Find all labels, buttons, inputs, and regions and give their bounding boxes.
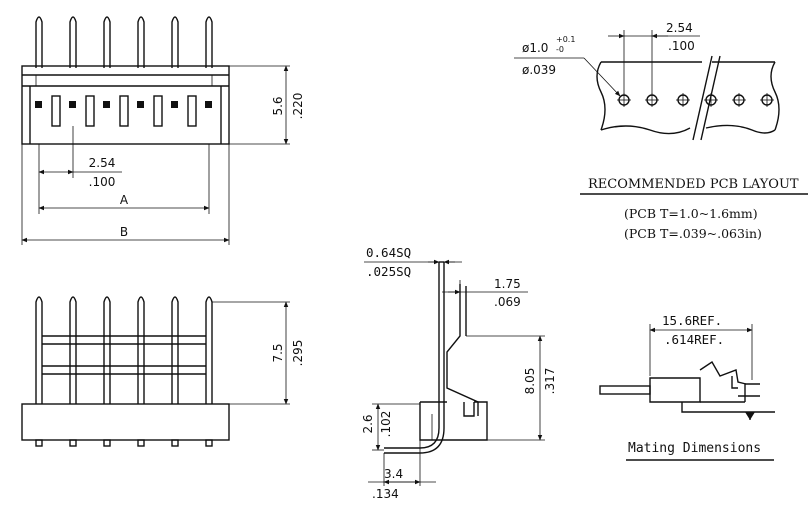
front-dim-a: A bbox=[120, 193, 129, 207]
bottom-view-pins bbox=[35, 296, 213, 404]
pcb-hole-in: ø.039 bbox=[522, 63, 556, 77]
side-width-in: .134 bbox=[372, 487, 399, 501]
mating-ref-in: .614REF. bbox=[664, 332, 724, 347]
pcb-thickness-mm: (PCB T=1.0~1.6mm) bbox=[624, 206, 758, 221]
front-view: 5.6 .220 2.54 .100 A B bbox=[21, 16, 305, 245]
front-height-mm: 5.6 bbox=[271, 96, 285, 115]
side-height-in: .317 bbox=[543, 368, 557, 395]
pcb-layout-title: RECOMMENDED PCB LAYOUT bbox=[588, 177, 799, 192]
side-view: 0.64SQ .025SQ 1.75 .069 8.05 .317 2.6 .1… bbox=[361, 245, 557, 501]
front-pitch-in: .100 bbox=[89, 175, 116, 189]
side-offset-mm: 1.75 bbox=[494, 277, 521, 291]
front-view-pins bbox=[35, 16, 213, 68]
side-height-mm: 8.05 bbox=[523, 368, 537, 395]
front-pitch-mm: 2.54 bbox=[89, 156, 116, 170]
mating-ref-mm: 15.6REF. bbox=[662, 313, 722, 328]
bottom-view: 7.5 .295 bbox=[21, 296, 305, 447]
side-width-mm: 3.4 bbox=[384, 467, 403, 481]
front-dim-b: B bbox=[120, 225, 128, 239]
pcb-hole-mm: ø1.0 bbox=[522, 41, 548, 55]
pcb-hole-tol-plus: +0.1 bbox=[556, 35, 575, 44]
mating-caption: Mating Dimensions bbox=[628, 441, 761, 456]
mating-view: 15.6REF. .614REF. Mating Dimensions bbox=[599, 313, 775, 461]
front-view-cavities bbox=[51, 95, 197, 127]
pcb-layout: 2.54 .100 ø1.0 +0.1 -0 ø.039 RECOMMENDED… bbox=[514, 21, 808, 241]
side-offset-in: .069 bbox=[494, 295, 521, 309]
pcb-holes bbox=[617, 93, 774, 107]
bottom-height-in: .295 bbox=[291, 340, 305, 367]
pcb-pitch-mm: 2.54 bbox=[666, 21, 693, 35]
front-view-housing bbox=[21, 65, 230, 145]
pcb-thickness-in: (PCB T=.039~.063in) bbox=[624, 226, 762, 241]
bottom-height-mm: 7.5 bbox=[271, 343, 285, 362]
side-low-mm: 2.6 bbox=[361, 414, 375, 433]
bottom-view-housing bbox=[21, 403, 230, 441]
side-low-in: .102 bbox=[379, 411, 393, 438]
front-height-in: .220 bbox=[291, 93, 305, 120]
pcb-pitch-in: .100 bbox=[668, 39, 695, 53]
bottom-view-pin-tips bbox=[35, 439, 213, 447]
side-pin-mm: 0.64SQ bbox=[366, 245, 411, 260]
pcb-hole-tol-minus: -0 bbox=[556, 45, 564, 54]
front-view-pin-squares bbox=[35, 101, 212, 108]
side-pin-in: .025SQ bbox=[366, 264, 411, 279]
